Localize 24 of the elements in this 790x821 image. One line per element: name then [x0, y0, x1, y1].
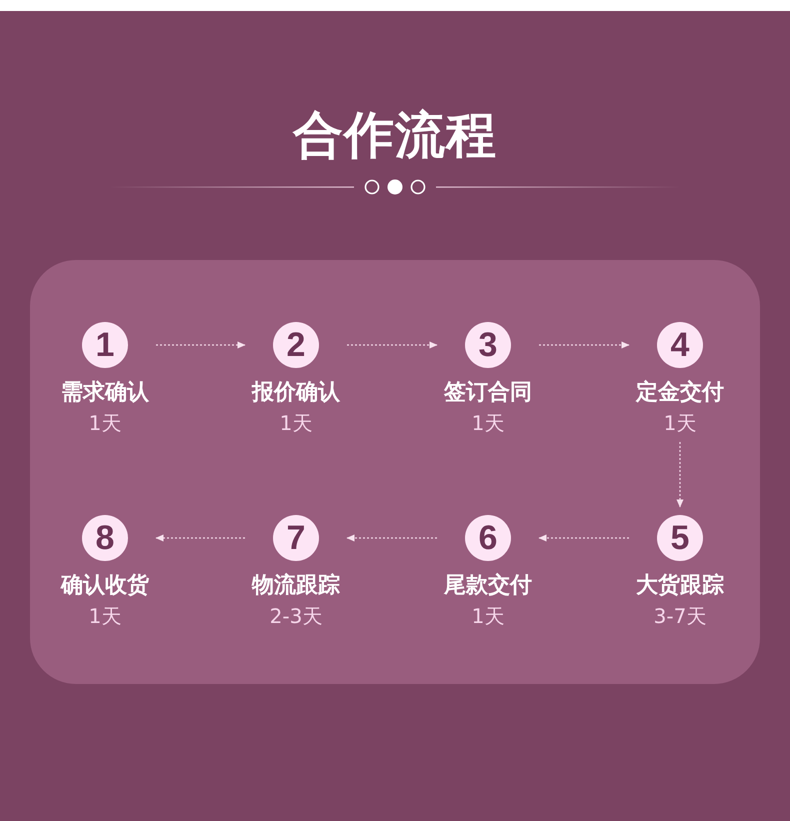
title: 合作流程 [293, 105, 497, 166]
duration-label: 1天 [472, 603, 504, 629]
duration-label: 1天 [664, 410, 696, 436]
duration-label: 3-7天 [654, 603, 706, 629]
duration-label: 1天 [472, 410, 504, 436]
step-title: 大货跟踪 [636, 572, 724, 600]
arrow [539, 342, 630, 348]
duration-label: 1天 [280, 410, 312, 436]
arrow [156, 342, 246, 348]
step-title: 确认收货 [61, 572, 149, 600]
duration-label: 2-3天 [270, 603, 322, 629]
step-title: 报价确认 [252, 379, 340, 407]
step-title: 需求确认 [61, 379, 149, 407]
arrow [538, 534, 629, 542]
duration-label: 1天 [88, 603, 122, 629]
step-title: 尾款交付 [444, 572, 532, 600]
arrow [676, 442, 684, 508]
step-title: 定金交付 [636, 379, 724, 407]
arrow [347, 342, 438, 348]
step-title: 签订合同 [444, 379, 532, 407]
duration-label: 1天 [88, 410, 122, 436]
arrow [346, 534, 437, 542]
step-title: 物流跟踪 [252, 572, 340, 600]
arrow [156, 534, 245, 542]
